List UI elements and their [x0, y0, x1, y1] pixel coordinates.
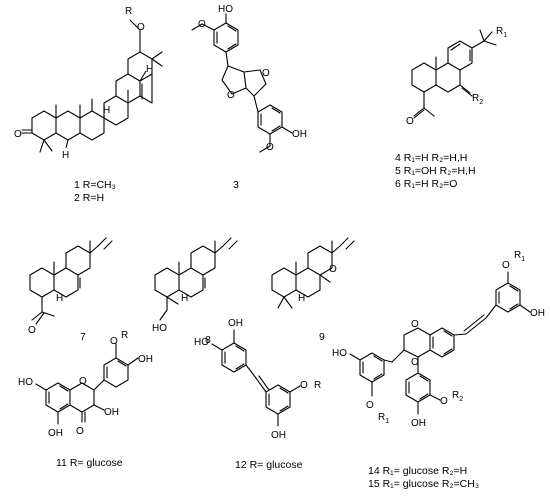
atom-O-14c: O	[411, 357, 419, 368]
atom-H-1b: H	[62, 150, 69, 161]
atom-OH-14a: OH	[530, 308, 545, 319]
atom-H-1: H	[146, 64, 153, 75]
atom-R2-4: R2	[472, 93, 483, 106]
atom-HO-14: HO	[332, 348, 347, 359]
atom-R1-14a: R1	[514, 250, 525, 263]
structure-14-15: O R1 OH O O HO O R1 OH O R2	[332, 250, 545, 429]
label-compound-11: 11 R= glucose	[56, 457, 123, 469]
structure-3: HO O O O OH O	[191, 4, 307, 153]
atom-HO-3: HO	[218, 4, 233, 15]
atom-O-14a: O	[502, 260, 510, 271]
label-compound-5: 5 R₁=OH R₂=H,H	[395, 165, 476, 177]
structure-9: O H	[271, 237, 355, 309]
atom-OH-11c: OH	[104, 407, 119, 418]
atom-H-8: H	[181, 293, 188, 304]
atom-HO-8: HO	[152, 323, 167, 334]
label-compound-15: 15 R₁= glucose R₂=CH₃	[368, 478, 479, 490]
atom-OH-11b: OH	[48, 428, 63, 439]
atom-H-1c: H	[103, 105, 110, 116]
atom-O-11b: O	[76, 426, 84, 437]
atom-O-14d: O	[366, 400, 374, 411]
atom-O-11c: O	[79, 376, 87, 387]
label-compound-3: 3	[233, 179, 239, 191]
atom-O-3d: O	[266, 142, 274, 153]
atom-OH-3: OH	[292, 129, 307, 140]
structure-4-6: R1 R2 O	[406, 26, 507, 127]
atom-R1-4: R1	[496, 26, 507, 39]
atom-HO-12: HO	[194, 337, 209, 348]
structure-8: HO H	[152, 237, 238, 334]
structure-11: O R OH HO O OH OH O	[18, 330, 153, 439]
label-compound-7: 7	[80, 331, 86, 343]
atom-R2-14: R2	[452, 390, 463, 403]
atom-O-12: O	[300, 380, 308, 391]
atom-R-1: R	[125, 6, 132, 17]
atom-H-9: H	[298, 293, 305, 304]
atom-O-11: O	[110, 336, 118, 347]
atom-HO-11: HO	[18, 377, 33, 388]
label-compound-8: 8	[205, 334, 211, 346]
atom-R-12: R	[314, 380, 321, 391]
atom-OH-12a: OH	[228, 318, 243, 329]
atom-OH-14b: OH	[411, 418, 426, 429]
atom-O-4: O	[406, 116, 414, 127]
atom-O-3b: O	[227, 90, 235, 101]
atom-O-ether-1: O	[137, 22, 145, 33]
atom-R-11: R	[121, 330, 128, 341]
atom-O-3a: O	[198, 19, 206, 30]
structure-1-2: O O R H H H	[14, 6, 163, 161]
atom-O-14b: O	[411, 319, 419, 330]
label-compound-2: 2 R=H	[74, 192, 104, 204]
label-compound-9: 9	[319, 331, 325, 343]
atom-O-9: O	[329, 264, 337, 275]
atom-H-7: H	[56, 293, 63, 304]
atom-O-7: O	[28, 325, 36, 336]
atom-O-14e: O	[440, 396, 448, 407]
atom-O-3c: O	[262, 68, 270, 79]
label-compound-14: 14 R₁= glucose R₂=H	[368, 465, 467, 477]
label-compound-1: 1 R=CH₃	[74, 179, 116, 191]
structure-12: OH HO O R OH	[194, 318, 321, 441]
label-compound-4: 4 R₁=H R₂=H,H	[395, 152, 467, 164]
atom-OH-11a: OH	[138, 354, 153, 365]
structure-7: O H	[28, 237, 113, 336]
atom-O-ketone-1: O	[14, 129, 22, 140]
atom-R1-14b: R1	[378, 412, 389, 425]
label-compound-12: 12 R= glucose	[235, 459, 303, 471]
atom-OH-12b: OH	[271, 430, 286, 441]
label-compound-6: 6 R₁=H R₂=O	[395, 178, 457, 190]
